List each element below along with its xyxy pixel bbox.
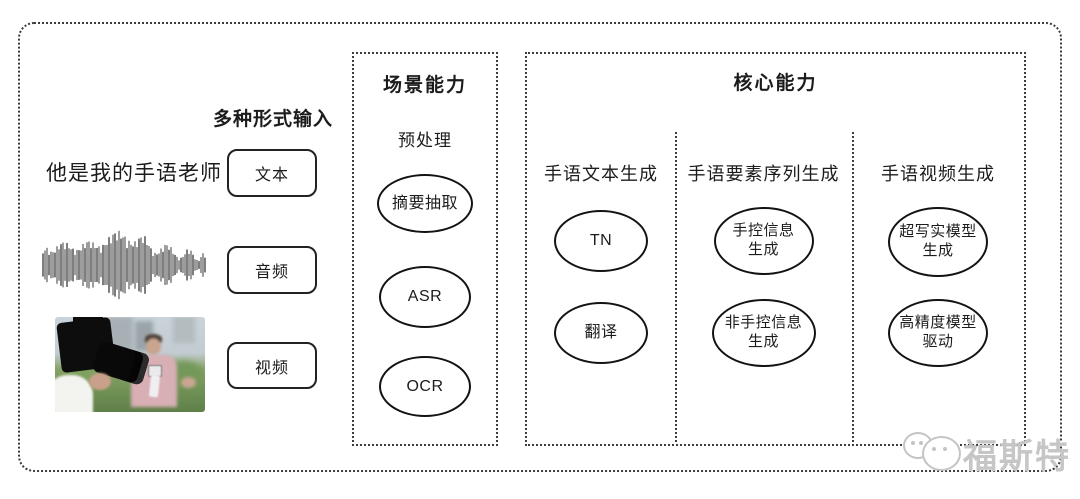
column-header: 手语文本生成: [544, 164, 658, 184]
input-type-video-box: 视频: [227, 342, 317, 389]
node-hyperrealistic-model-generation: 超写实模型 生成: [888, 207, 988, 277]
node-high-precision-model-driving: 高精度模型 驱动: [888, 299, 988, 367]
core-capability-box: 核心能力 手语文本生成 TN 翻译 手语要素序列生成 手控信息 生成 非手控信息…: [525, 52, 1026, 446]
thumb-reporter-head: [146, 338, 161, 355]
node-translation: 翻译: [554, 302, 648, 364]
input-type-video-label: 视频: [254, 359, 289, 377]
core-column-video-generation: 手语视频生成 超写实模型 生成 高精度模型 驱动: [852, 54, 1024, 444]
watermark-logo: [903, 427, 963, 471]
text-input-example: 他是我的手语老师: [46, 162, 222, 185]
input-type-audio-label: 音频: [254, 264, 289, 281]
input-type-audio-box: 音频: [227, 246, 317, 294]
node-manual-info-generation: 手控信息 生成: [713, 207, 814, 275]
thumb-building: [173, 317, 195, 343]
input-type-text-box: 文本: [227, 149, 317, 197]
node-asr: ASR: [379, 266, 471, 328]
watermark-text: 福斯特: [963, 438, 1071, 476]
audio-waveform-icon: [42, 230, 206, 300]
column-header: 手语要素序列生成: [687, 164, 840, 184]
thumb-cameraman-hand: [89, 373, 111, 390]
video-input-thumbnail: [55, 317, 205, 412]
core-column-element-sequence-generation: 手语要素序列生成 手控信息 生成 非手控信息 生成: [675, 54, 852, 444]
node-non-manual-info-generation: 非手控信息 生成: [711, 299, 816, 367]
scene-capability-box: 场景能力 预处理 摘要抽取 ASR OCR: [352, 52, 498, 446]
core-box-title: 核心能力: [733, 73, 818, 94]
column-divider: [852, 132, 854, 442]
preprocess-label: 预处理: [398, 131, 452, 150]
core-column-text-generation: 手语文本生成 TN 翻译: [527, 54, 675, 444]
input-section-title: 多种形式输入: [213, 109, 334, 130]
thumb-reporter-hand: [181, 377, 196, 388]
node-summary-extraction: 摘要抽取: [377, 174, 473, 233]
node-tn: TN: [554, 210, 648, 272]
diagram-outer-frame: [18, 22, 1062, 472]
scene-box-title: 场景能力: [382, 75, 467, 96]
watermark-bubble-icon: [922, 436, 961, 471]
thumb-cameraman-shoulder: [55, 375, 93, 412]
column-header: 手语视频生成: [881, 164, 995, 184]
input-type-text-label: 文本: [254, 167, 289, 184]
node-ocr: OCR: [379, 356, 471, 417]
column-divider: [675, 132, 677, 442]
